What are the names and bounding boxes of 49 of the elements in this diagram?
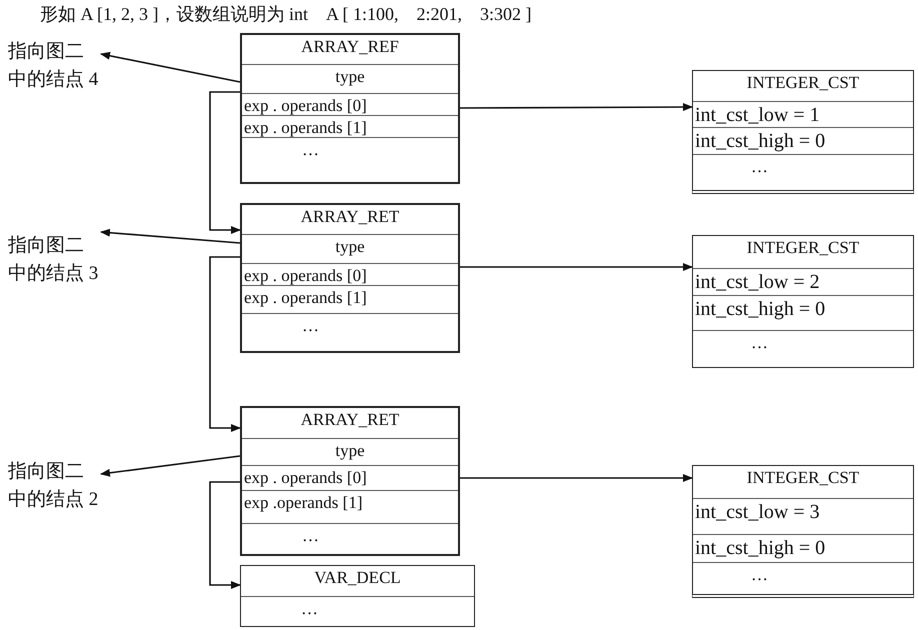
- record-field: type: [242, 64, 458, 93]
- record-field: …: [693, 154, 913, 190]
- record-box: [240, 406, 460, 556]
- record-field: …: [242, 523, 458, 554]
- arrow: [209, 481, 241, 589]
- record-field: int_cst_high = 0: [693, 534, 913, 562]
- record-header: ARRAY_REF: [300, 36, 400, 58]
- record-field: …: [241, 596, 474, 626]
- record-field: int_cst_high = 0: [693, 295, 913, 330]
- record-box: [240, 33, 460, 184]
- record-field: type: [242, 438, 458, 465]
- record-box: [240, 565, 475, 627]
- record-box: [692, 70, 914, 194]
- record-field: …: [693, 562, 913, 594]
- record-header: ARRAY_RET: [300, 206, 400, 228]
- record-header: INTEGER_CST: [746, 72, 860, 94]
- record-header: INTEGER_CST: [746, 467, 860, 489]
- note-text: 指向图二中的结点 4: [8, 38, 101, 94]
- record-field: …: [242, 313, 458, 351]
- record-field: exp . operands [0]: [242, 263, 458, 285]
- record-field: type: [242, 234, 458, 263]
- arrow: [460, 263, 693, 271]
- record-box: [240, 203, 460, 353]
- record-header: ARRAY_RET: [300, 409, 400, 431]
- record-box: [692, 465, 914, 598]
- record-field: int_cst_low = 3: [693, 498, 913, 534]
- arrow: [209, 91, 241, 234]
- arrow: [100, 455, 240, 477]
- record-field: int_cst_low = 2: [693, 268, 913, 295]
- arrow: [460, 103, 693, 112]
- arrow: [460, 474, 693, 482]
- record-field: exp . operands [0]: [242, 93, 458, 115]
- note-text: 指向图二中的结点 3: [8, 232, 101, 288]
- record-header: INTEGER_CST: [746, 237, 860, 259]
- record-field: exp . operands [1]: [242, 115, 458, 137]
- diagram-title: 形如 A [1, 2, 3 ]，设数组说明为 int A [ 1:100, 2:201, 3:302 ]: [40, 3, 532, 26]
- record-field: …: [242, 137, 458, 182]
- record-field: int_cst_high = 0: [693, 127, 913, 154]
- record-field: exp . operands [1]: [242, 285, 458, 313]
- note-text: 指向图二中的结点 2: [8, 458, 101, 514]
- record-header: VAR_DECL: [313, 567, 402, 589]
- arrow: [100, 228, 240, 244]
- record-field: exp . operands [0]: [242, 465, 458, 490]
- record-field: int_cst_low = 1: [693, 101, 913, 127]
- record-field: …: [693, 330, 913, 367]
- arrow: [100, 52, 240, 83]
- record-field: exp .operands [1]: [242, 490, 458, 523]
- record-box: [692, 235, 914, 368]
- arrow: [209, 256, 241, 432]
